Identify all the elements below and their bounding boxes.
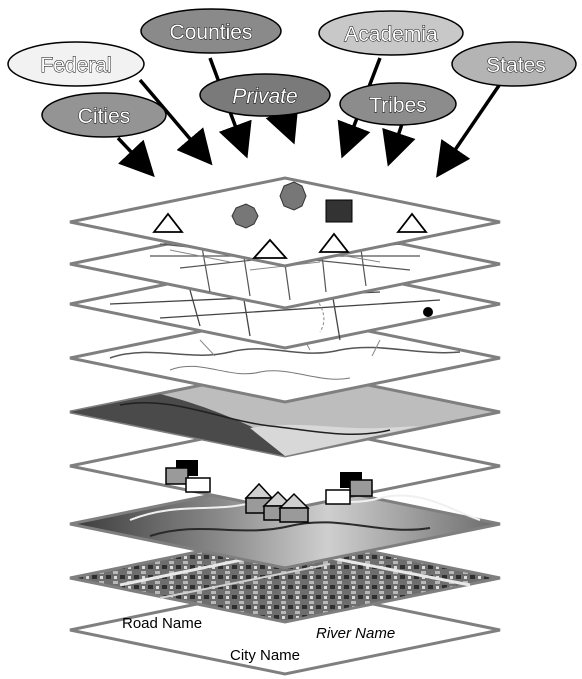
bubble-cities: Cities [42, 93, 166, 137]
arrow-tribes [390, 124, 402, 160]
bubble-private-label: Private [232, 85, 297, 108]
bubble-federal: Federal [8, 42, 144, 86]
source-bubbles: Counties Academia Federal States Private… [8, 9, 576, 137]
bubble-federal-label: Federal [40, 54, 111, 77]
bubble-private: Private [200, 74, 330, 116]
city-name-label: City Name [230, 647, 300, 664]
bubble-tribes-label: Tribes [369, 94, 427, 117]
arrow-cities [118, 138, 150, 172]
bubble-tribes: Tribes [340, 83, 456, 125]
river-name-label: River Name [316, 625, 395, 642]
bubble-counties: Counties [141, 9, 281, 53]
road-name-label: Road Name [122, 615, 202, 632]
bubble-counties-label: Counties [170, 21, 253, 44]
bubble-academia: Academia [319, 11, 463, 55]
bubble-academia-label: Academia [344, 23, 438, 46]
octagon-marker-2 [280, 182, 306, 210]
square-marker [326, 200, 352, 222]
bubble-cities-label: Cities [78, 105, 131, 128]
octagon-marker-1 [232, 204, 258, 228]
bubble-states: States [452, 42, 576, 86]
bubble-states-label: States [486, 54, 546, 77]
